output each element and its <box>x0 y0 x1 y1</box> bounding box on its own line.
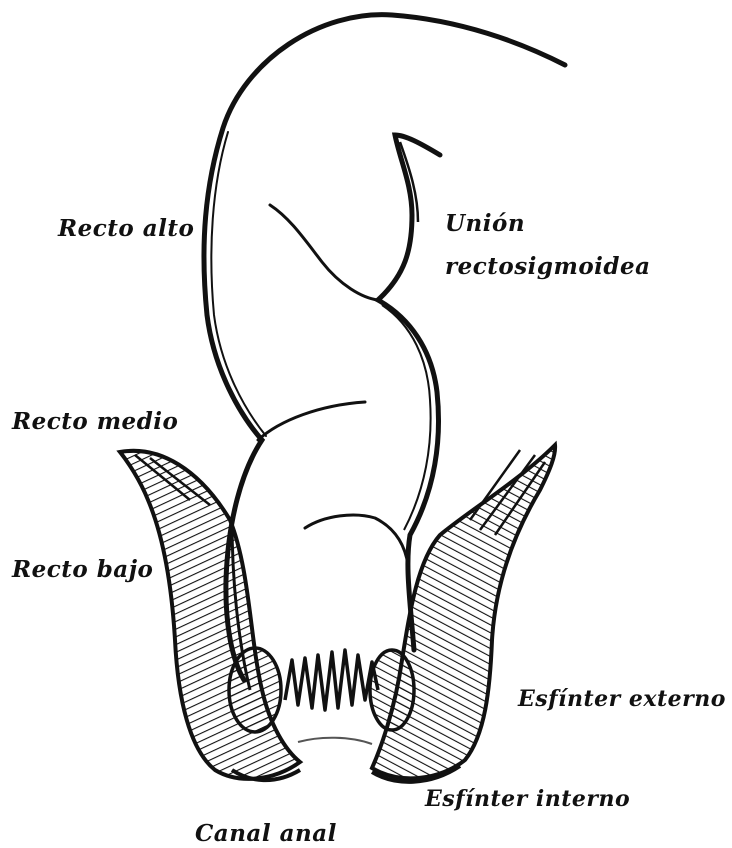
label-esfinter-externo: Esfínter externo <box>518 688 726 710</box>
label-recto-bajo: Recto bajo <box>12 558 153 581</box>
pectinate-line <box>285 650 378 710</box>
label-esfinter-interno: Esfínter interno <box>425 788 630 810</box>
label-union-line1: Unión <box>445 212 525 235</box>
label-recto-medio: Recto medio <box>12 410 178 433</box>
left-sphincter-muscle <box>120 451 300 779</box>
label-union-line2: rectosigmoidea <box>445 255 651 278</box>
rectum-left-wall <box>204 15 565 680</box>
label-recto-alto: Recto alto <box>58 217 194 240</box>
label-canal-anal: Canal anal <box>195 822 337 845</box>
